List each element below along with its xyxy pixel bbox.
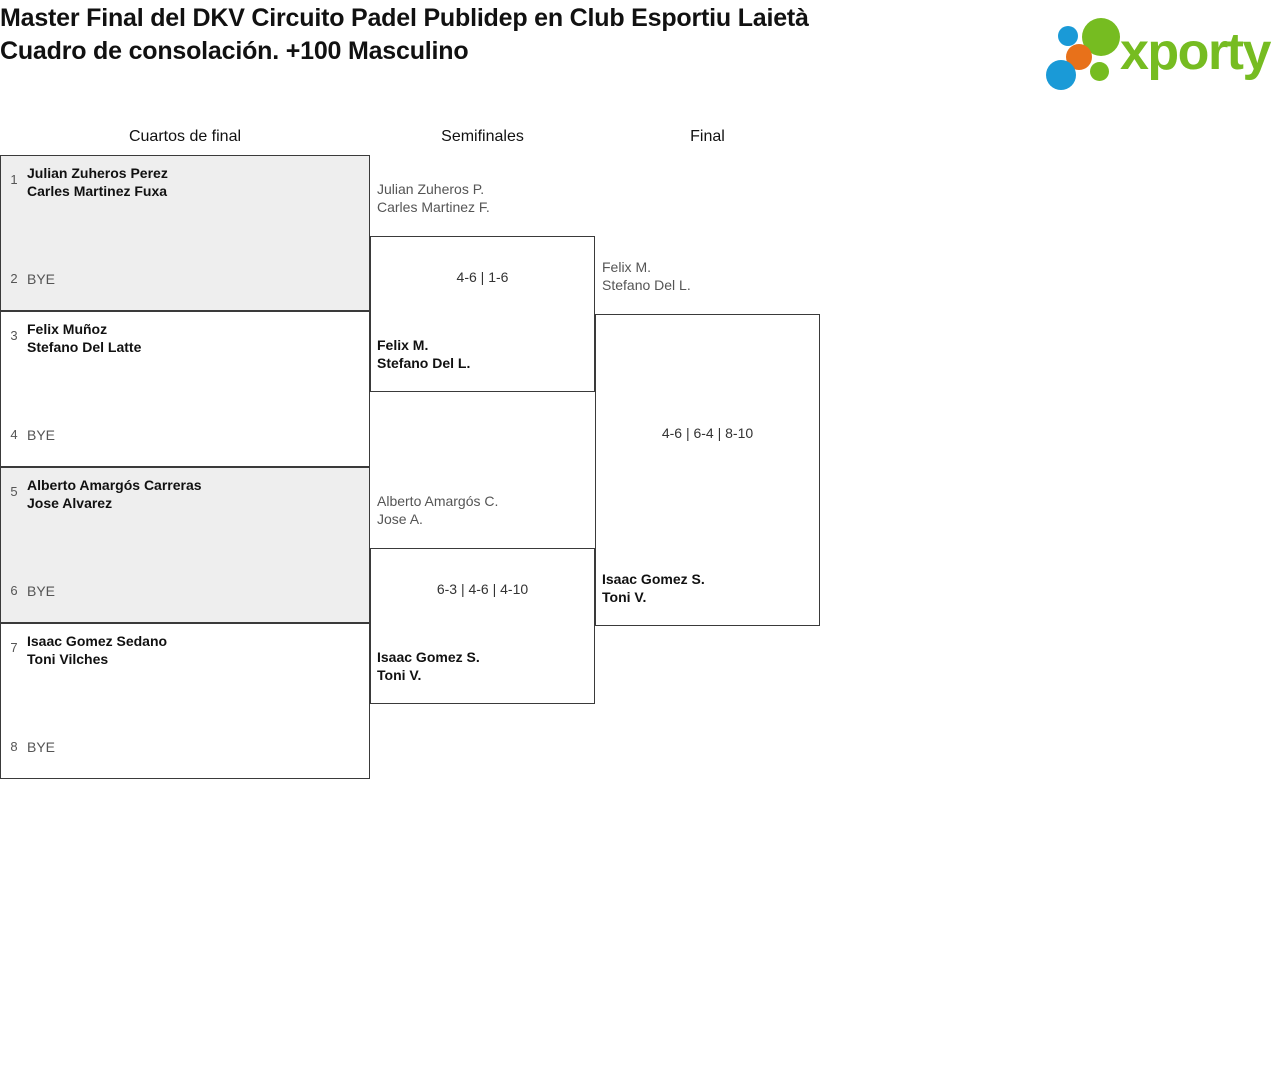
- player-name: Julian Zuheros P.: [377, 181, 485, 197]
- team-name: Alberto Amargós Carreras Jose Alvarez: [27, 476, 202, 512]
- match-quarterfinal-3[interactable]: 5 Alberto Amargós Carreras Jose Alvarez …: [0, 467, 370, 623]
- page-subtitle: Cuadro de consolación. +100 Masculino: [0, 37, 469, 65]
- team-name: Isaac Gomez Sedano Toni Vilches: [27, 632, 167, 668]
- player-name: Jose Alvarez: [27, 495, 113, 511]
- bye-label: BYE: [27, 427, 56, 443]
- team-name: BYE: [27, 270, 55, 288]
- seed-number: 3: [10, 328, 18, 343]
- match-score: 4-6 | 1-6: [456, 269, 509, 285]
- logo-dot-green-small: [1090, 62, 1109, 81]
- match-semifinal-1[interactable]: 4-6 | 1-6: [370, 236, 595, 392]
- player-name: Stefano Del L.: [602, 277, 691, 293]
- player-name: Felix Muñoz: [27, 321, 108, 337]
- match-quarterfinal-4[interactable]: 7 Isaac Gomez Sedano Toni Vilches 8 BYE: [0, 623, 370, 779]
- title-block: Master Final del DKV Circuito Padel Publ…: [0, 2, 830, 68]
- bye-label: BYE: [27, 583, 56, 599]
- player-name: Alberto Amargós Carreras: [27, 477, 202, 493]
- bracket-slot[interactable]: 8 BYE: [1, 738, 371, 756]
- player-name: Toni V.: [602, 589, 647, 605]
- seed-number: 1: [10, 172, 18, 187]
- logo-dot-blue-large: [1046, 60, 1076, 90]
- team-name: BYE: [27, 426, 55, 444]
- seed-number: 7: [10, 640, 18, 655]
- xporty-logo[interactable]: xporty: [1046, 18, 1278, 90]
- bracket-slot[interactable]: 6 BYE: [1, 582, 371, 600]
- player-name: Julian Zuheros Perez: [27, 165, 168, 181]
- team-name: Julian Zuheros Perez Carles Martinez Fux…: [27, 164, 168, 200]
- round-header-quarterfinals: Cuartos de final: [128, 128, 242, 145]
- match-quarterfinal-1[interactable]: 1 Julian Zuheros Perez Carles Martinez F…: [0, 155, 370, 311]
- seed-number: 6: [10, 583, 18, 598]
- page-title: Master Final del DKV Circuito Padel Publ…: [0, 4, 809, 32]
- match-final[interactable]: 4-6 | 6-4 | 8-10: [595, 314, 820, 626]
- final-top-team: Felix M. Stefano Del L.: [602, 258, 691, 294]
- team-name: BYE: [27, 738, 55, 756]
- bye-label: BYE: [27, 739, 56, 755]
- bracket-slot[interactable]: 4 BYE: [1, 426, 371, 444]
- semifinal-2-top-team: Alberto Amargós C. Jose A.: [377, 492, 498, 528]
- bye-label: BYE: [27, 271, 56, 287]
- player-name: Isaac Gomez S.: [377, 649, 480, 665]
- player-name: Stefano Del Latte: [27, 339, 142, 355]
- seed-number: 4: [10, 427, 18, 442]
- seed-number: 8: [10, 739, 18, 754]
- round-header-final: Final: [690, 128, 725, 145]
- logo-dot-blue-small: [1058, 26, 1078, 46]
- player-name: Toni Vilches: [27, 651, 109, 667]
- seed-number: 2: [10, 271, 18, 286]
- match-semifinal-2[interactable]: 6-3 | 4-6 | 4-10: [370, 548, 595, 704]
- bracket-slot[interactable]: 3 Felix Muñoz Stefano Del Latte: [1, 320, 371, 356]
- match-score: 6-3 | 4-6 | 4-10: [436, 581, 529, 597]
- player-name: Alberto Amargós C.: [377, 493, 499, 509]
- logo-wordmark: xporty: [1120, 23, 1271, 81]
- player-name: Felix M.: [602, 259, 651, 275]
- final-bottom-team: Isaac Gomez S. Toni V.: [602, 570, 705, 606]
- page-header: Master Final del DKV Circuito Padel Publ…: [0, 0, 1280, 118]
- match-quarterfinal-2[interactable]: 3 Felix Muñoz Stefano Del Latte 4 BYE: [0, 311, 370, 467]
- semifinal-1-bottom-team: Felix M. Stefano Del L.: [377, 336, 470, 372]
- team-name: BYE: [27, 582, 55, 600]
- tournament-bracket: Cuartos de final Semifinales Final 1 Jul…: [0, 118, 1280, 818]
- bracket-slot[interactable]: 2 BYE: [1, 270, 371, 288]
- semifinal-2-bottom-team: Isaac Gomez S. Toni V.: [377, 648, 480, 684]
- player-name: Carles Martinez F.: [377, 199, 490, 215]
- bracket-slot[interactable]: 1 Julian Zuheros Perez Carles Martinez F…: [1, 164, 371, 200]
- semifinal-1-top-team: Julian Zuheros P. Carles Martinez F.: [377, 180, 490, 216]
- player-name: Isaac Gomez Sedano: [27, 633, 168, 649]
- player-name: Stefano Del L.: [377, 355, 471, 371]
- bracket-slot[interactable]: 5 Alberto Amargós Carreras Jose Alvarez: [1, 476, 371, 512]
- player-name: Toni V.: [377, 667, 422, 683]
- team-name: Felix Muñoz Stefano Del Latte: [27, 320, 141, 356]
- match-score: 4-6 | 6-4 | 8-10: [661, 425, 754, 441]
- player-name: Jose A.: [377, 511, 423, 527]
- round-header-semifinals: Semifinales: [441, 128, 524, 145]
- seed-number: 5: [10, 484, 18, 499]
- bracket-slot[interactable]: 7 Isaac Gomez Sedano Toni Vilches: [1, 632, 371, 668]
- player-name: Felix M.: [377, 337, 429, 353]
- player-name: Carles Martinez Fuxa: [27, 183, 168, 199]
- player-name: Isaac Gomez S.: [602, 571, 705, 587]
